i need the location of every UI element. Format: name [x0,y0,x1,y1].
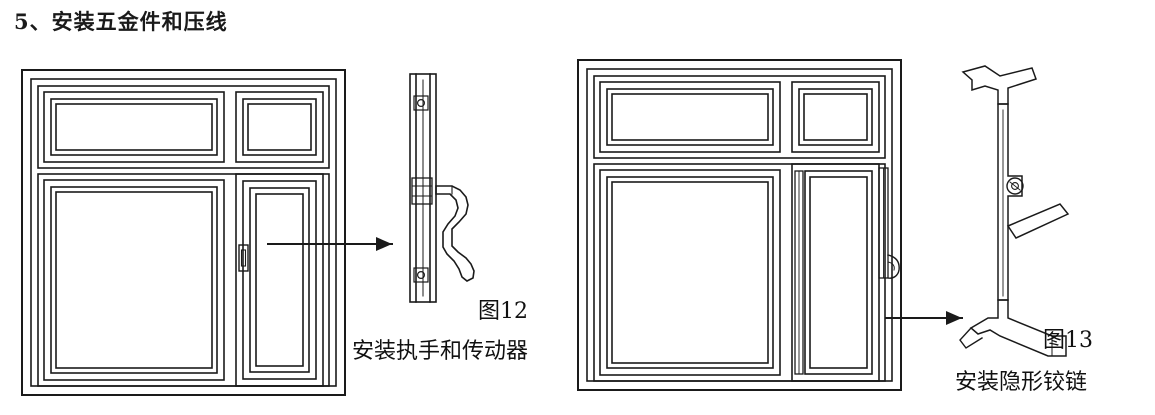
right-window-elevation [577,59,902,391]
hinge-arm-detail [878,167,900,279]
handle-arrow [267,237,393,251]
figure-13-caption: 安装隐形铰链 [955,370,1088,395]
invisible-hinge-part [959,65,1070,357]
figure-12-number: 图12 [478,299,528,324]
page-title: 5、安装五金件和压线 [14,9,228,34]
handle-gear-detail [409,73,475,303]
figure-12-caption: 安装执手和传动器 [352,339,529,364]
left-window-elevation [21,69,346,396]
figure-13-number: 图13 [1043,328,1093,353]
hinge-arrow [885,311,963,325]
